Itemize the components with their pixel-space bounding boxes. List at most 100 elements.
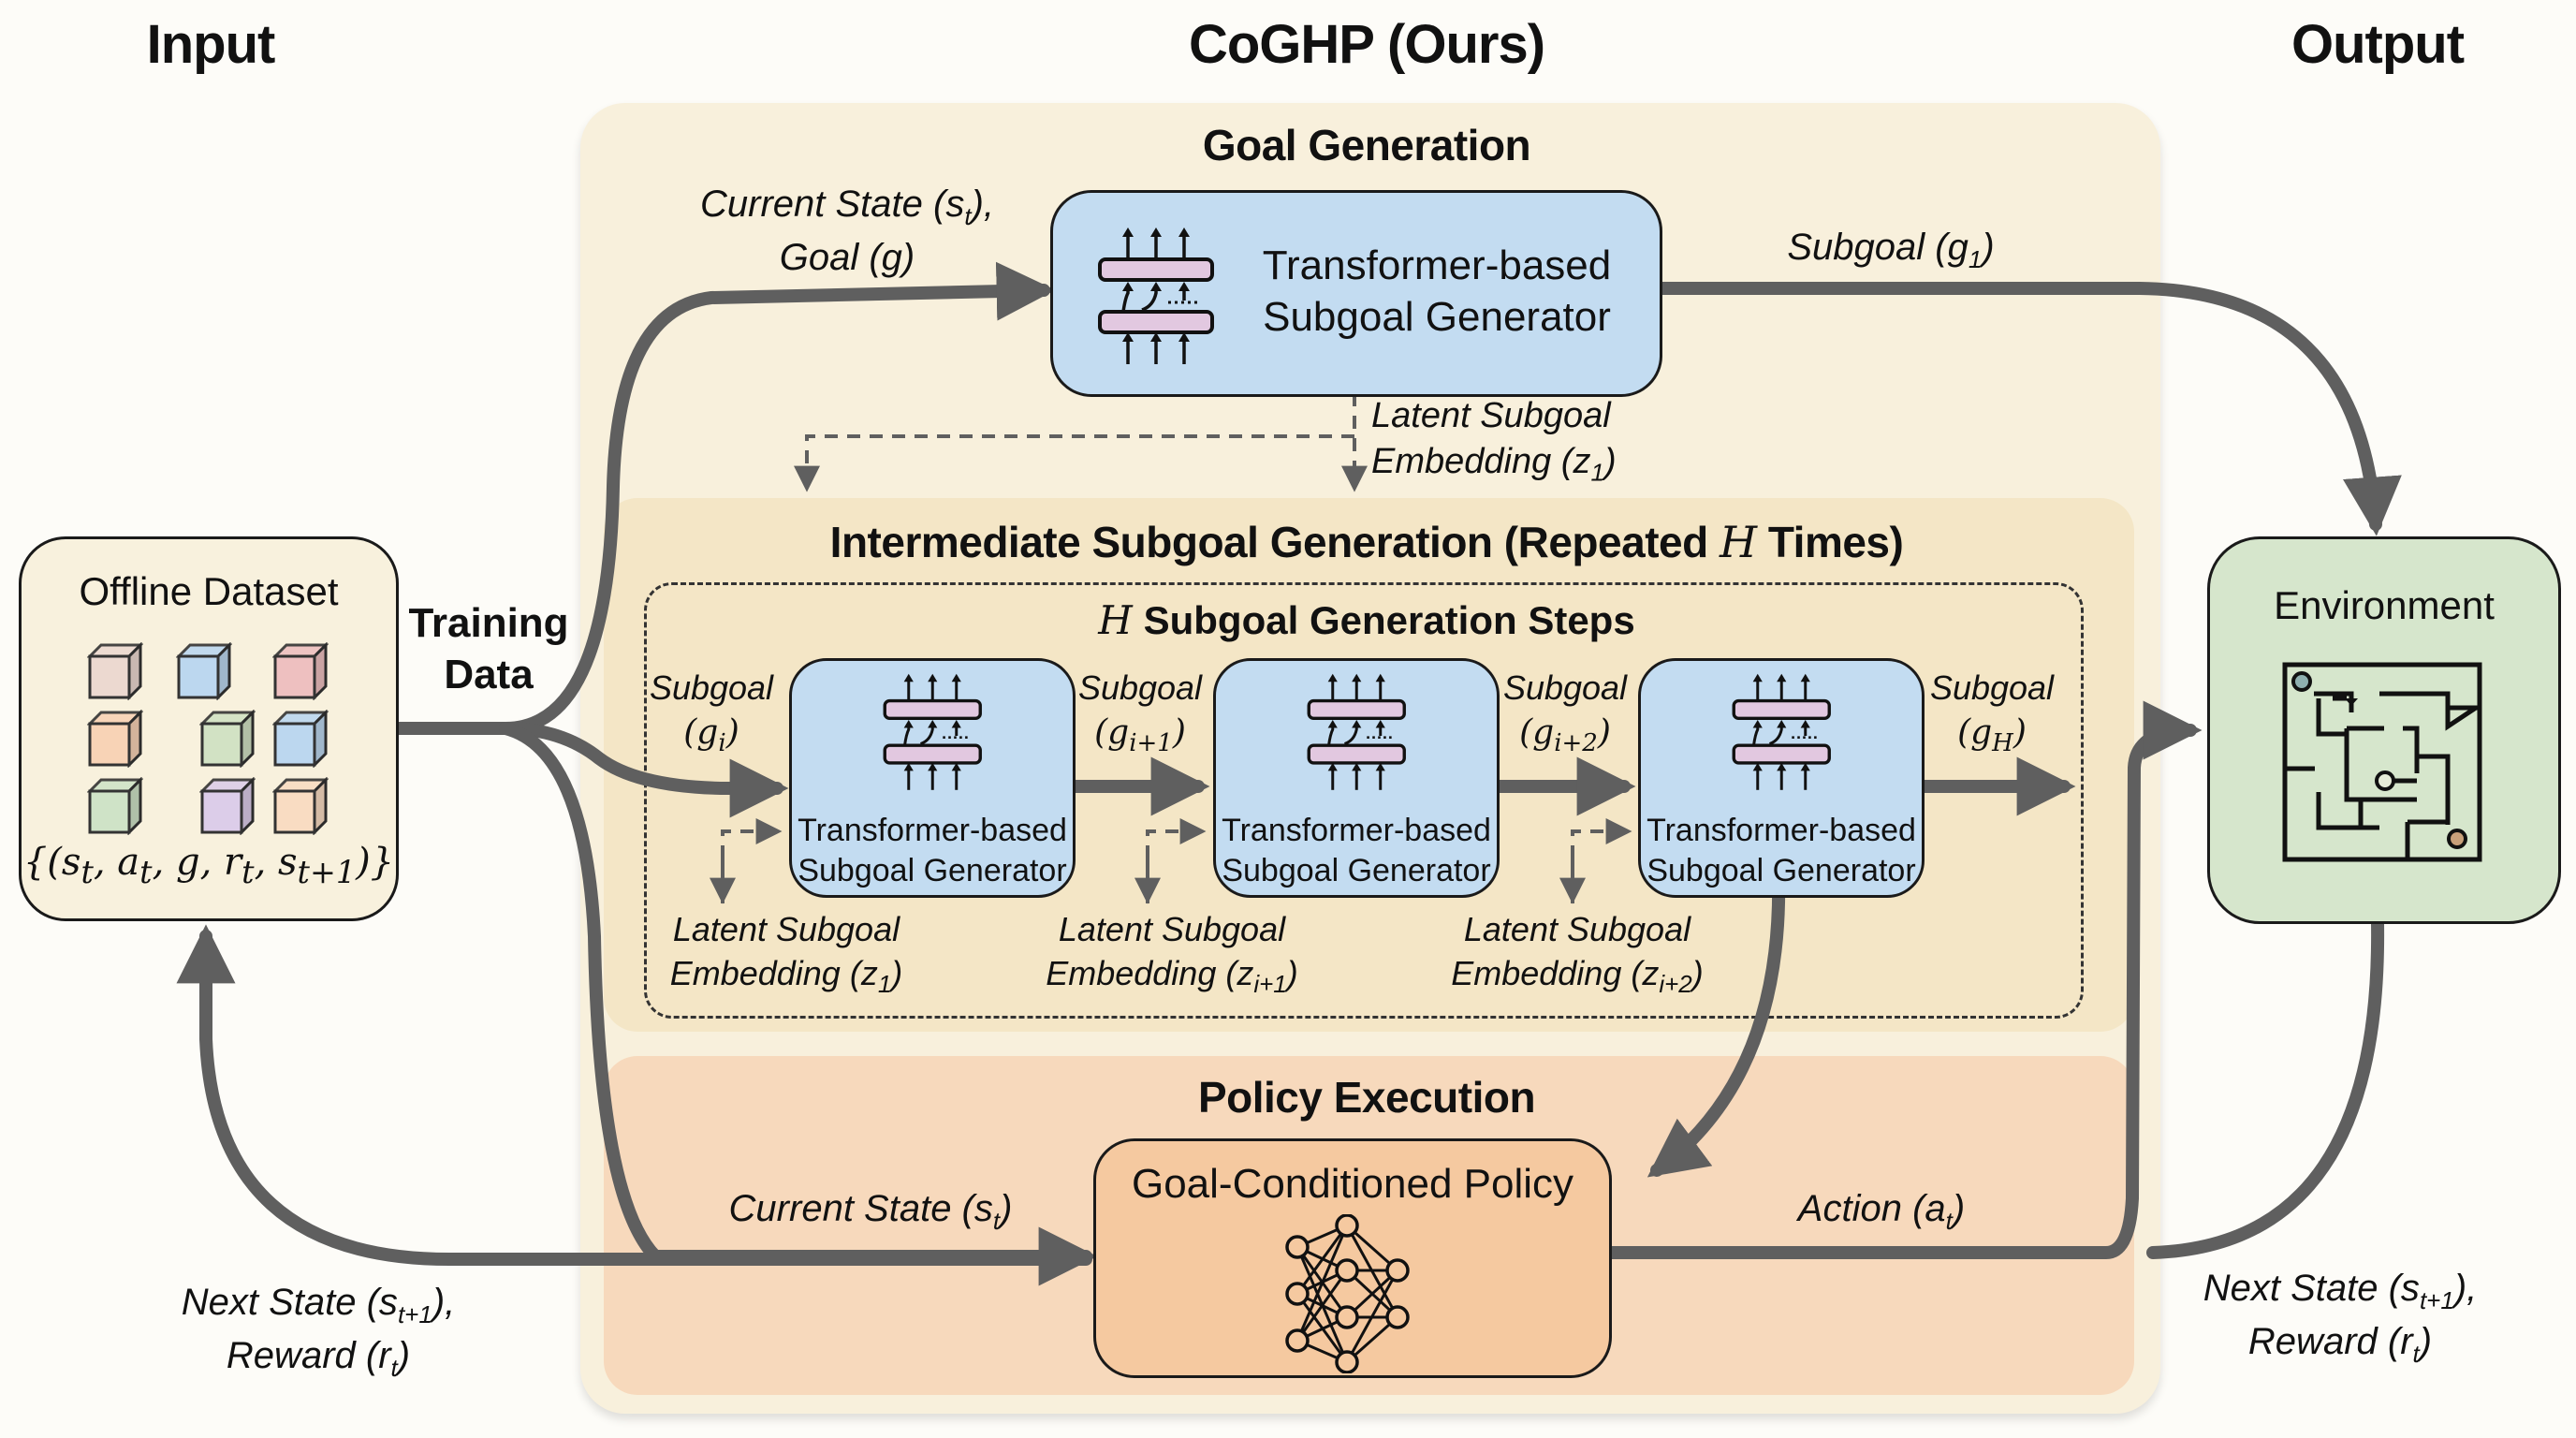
gen-line1: Transformer-based xyxy=(1262,242,1612,288)
lf-end2: ) xyxy=(397,1334,411,1376)
goal-conditioned-policy-box: Goal-Conditioned Policy xyxy=(1093,1138,1612,1378)
step-gen-line2: Subgoal Generator xyxy=(798,852,1067,888)
subgoal-word: Subgoal xyxy=(1929,668,2055,707)
data-cube-icon xyxy=(198,709,256,772)
data-cube-icon xyxy=(271,776,329,840)
generator-text: Transformer-based Subgoal Generator xyxy=(1250,240,1624,343)
intermediate-title-text: Intermediate Subgoal Generation (Repeate… xyxy=(829,518,1709,566)
dataset-title: Offline Dataset xyxy=(79,569,339,613)
subgoal-steps-title: H Subgoal Generation Steps xyxy=(1030,597,1704,643)
nn-node xyxy=(1335,1214,1359,1238)
goal-gen-input-label: Current State (st), Goal (g) xyxy=(683,180,1011,282)
latent-line2: Embedding (zi+1) xyxy=(1046,953,1298,998)
column-title-output: Output xyxy=(2291,14,2465,75)
data-cube-icon xyxy=(86,641,144,705)
ef-line2: Reward (r xyxy=(2247,1320,2413,1362)
gg-input-sub: t xyxy=(964,202,972,230)
transformer-icon xyxy=(1095,226,1217,371)
steps-title-text: Subgoal Generation Steps xyxy=(1143,598,1635,642)
ps-sub: t xyxy=(992,1207,1001,1235)
ef-line1: Next State (s xyxy=(2203,1268,2420,1309)
maze-icon xyxy=(2282,662,2482,862)
transformer-icon xyxy=(1305,672,1409,797)
ef-end2: ) xyxy=(2419,1320,2433,1362)
nn-node xyxy=(1335,1305,1359,1329)
step-generator-text: Transformer-based Subgoal Generator xyxy=(1211,811,1501,890)
latent-line2: Embedding (z1) xyxy=(669,953,903,998)
column-title-input: Input xyxy=(146,14,276,75)
subgoal-g1-arrow xyxy=(1650,282,2402,536)
environment-box: Environment xyxy=(2207,536,2561,924)
lf-sub2: t xyxy=(390,1353,398,1382)
latent-step2-arrow xyxy=(1146,818,1207,903)
lz1-line2: Embedding (z xyxy=(1371,442,1591,482)
latent-line2: Embedding (zi+2) xyxy=(1451,953,1704,998)
ef-sub2: t xyxy=(2412,1339,2420,1368)
gg-input-end: ), xyxy=(971,183,994,225)
steps-title-var: H xyxy=(1098,597,1133,643)
action-label: Action (at) xyxy=(1760,1184,2003,1238)
policy-execution-title: Policy Execution xyxy=(1197,1073,1536,1122)
generator-to-policy-arrow xyxy=(1647,869,1786,1178)
lz1-end: ) xyxy=(1603,442,1617,482)
latent-line1: Latent Subgoal xyxy=(672,910,900,948)
policy-box-title: Goal-Conditioned Policy xyxy=(1131,1161,1574,1207)
lz1-line1: Latent Subgoal xyxy=(1371,396,1611,435)
subgoal-symbol: (gi+1) xyxy=(1094,712,1186,757)
env-feedback-line xyxy=(2146,916,2385,1259)
policy-state-label: Current State (st) xyxy=(693,1184,1048,1238)
lz1-sub: 1 xyxy=(1590,458,1604,487)
subgoal-g1-label: Subgoal (g1) xyxy=(1760,223,2022,276)
subgoal-word: Subgoal xyxy=(1502,668,1628,707)
nn-node xyxy=(1385,1258,1410,1283)
subgoal-label: Subgoal (gH) xyxy=(1926,667,2057,760)
data-cube-icon xyxy=(271,641,329,705)
subgoal-label: Subgoal(gi) xyxy=(646,667,777,760)
action-end: ) xyxy=(1952,1188,1966,1229)
step-gen-line1: Transformer-based xyxy=(1222,813,1491,848)
transformer-layers-icon xyxy=(1098,227,1214,364)
transformer-icon xyxy=(1730,672,1834,797)
nn-node xyxy=(1285,1282,1310,1306)
subgoal-word: Subgoal xyxy=(649,668,774,707)
transformer-layers-icon xyxy=(1732,673,1831,790)
transformer-layers-icon xyxy=(883,673,982,790)
intermediate-title-end: Times) xyxy=(1767,518,1904,566)
ef-sub1: t+1 xyxy=(2419,1286,2454,1314)
transformer-icon xyxy=(881,672,985,797)
dataset-cubes xyxy=(86,641,340,840)
latent-step1-arrow xyxy=(721,818,783,903)
training-data-label: Training Data xyxy=(404,597,573,700)
nn-node xyxy=(1385,1305,1410,1329)
action-arrow xyxy=(1599,700,2203,1259)
goal-subgoal-generator: Transformer-based Subgoal Generator xyxy=(1050,190,1662,397)
data-cube-icon xyxy=(86,776,144,840)
step-subgoal-generator: Transformer-based Subgoal Generator xyxy=(789,658,1076,898)
intermediate-title-var: H xyxy=(1719,517,1757,567)
nn-node xyxy=(1335,1350,1359,1373)
ps-end: ) xyxy=(1000,1188,1013,1229)
latent-z1-label: Latent Subgoal Embedding (z1) xyxy=(1371,393,1617,490)
transformer-layers-icon xyxy=(1307,673,1406,790)
latent-line1: Latent Subgoal xyxy=(1463,910,1691,948)
training-data-arrow-to-policy xyxy=(499,722,1098,1286)
step-gen-line1: Transformer-based xyxy=(798,813,1067,848)
step-generator-text: Transformer-based Subgoal Generator xyxy=(787,811,1077,890)
step-subgoal-generator: Transformer-based Subgoal Generator xyxy=(1213,658,1500,898)
nn-node xyxy=(1285,1235,1310,1259)
left-feedback-arrow xyxy=(176,924,1092,1266)
step-gen-line1: Transformer-based xyxy=(1647,813,1916,848)
gen-line2: Subgoal Generator xyxy=(1263,294,1611,340)
ps-word: Current State (s xyxy=(728,1188,993,1229)
action-word: Action (a xyxy=(1797,1188,1946,1229)
data-cube-icon xyxy=(175,641,233,705)
g1-end: ) xyxy=(1982,227,1995,268)
subgoal-label: Subgoal(gi+1) xyxy=(1075,667,1206,760)
dataset-tuple: {(st, at, g, rt, st+1)} xyxy=(22,841,395,890)
latent-line1: Latent Subgoal xyxy=(1058,910,1286,948)
subgoal-symbol: (gH) xyxy=(1957,712,2027,757)
training-data-arrow-to-goal xyxy=(391,261,1056,735)
training-data-line2: Data xyxy=(444,652,534,697)
